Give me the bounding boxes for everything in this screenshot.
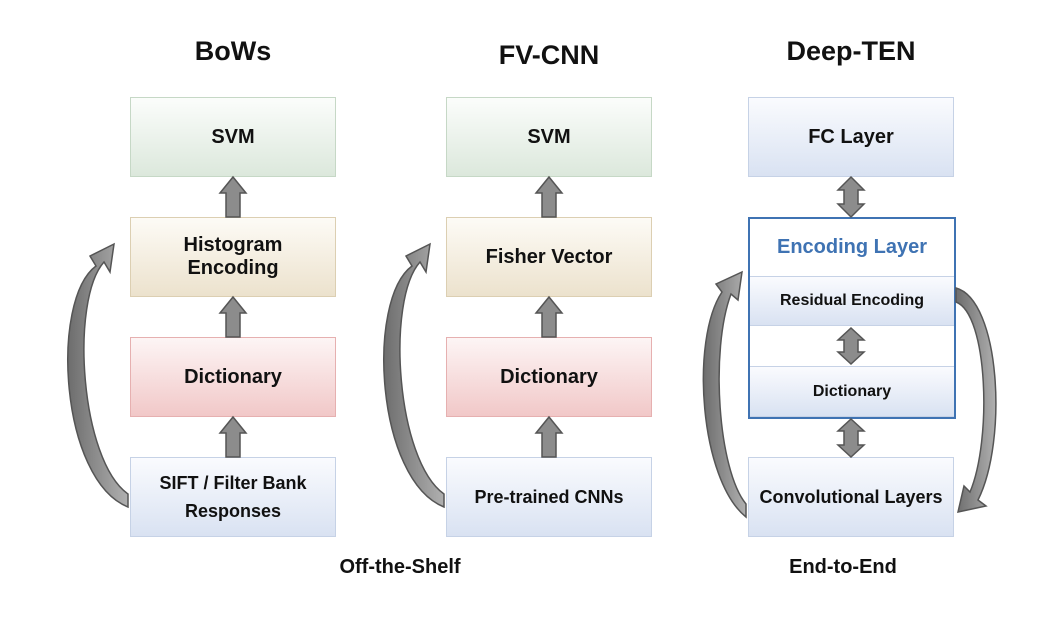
fv-dictionary-box: Dictionary xyxy=(446,337,652,417)
bows-curved-arrow xyxy=(67,242,129,509)
fv-fisher-vector-box: Fisher Vector xyxy=(446,217,652,297)
deepten-right-curved-arrow xyxy=(955,287,997,513)
bows-arrow-up-3 xyxy=(218,415,248,458)
deepten-double-arrow-1 xyxy=(836,175,866,219)
bows-svm-box: SVM xyxy=(130,97,336,177)
bows-title: BoWs xyxy=(194,36,272,66)
fv-pretrained-cnns-box: Pre-trained CNNs xyxy=(446,457,652,537)
bows-arrow-up-1 xyxy=(218,175,248,218)
bows-dictionary-box: Dictionary xyxy=(130,337,336,417)
deepten-left-curved-arrow xyxy=(702,270,747,519)
bows-arrow-up-2 xyxy=(218,295,248,338)
fv-cnn-title: FV-CNN xyxy=(498,40,600,70)
off-the-shelf-caption: Off-the-Shelf xyxy=(339,556,461,578)
fv-svm-box: SVM xyxy=(446,97,652,177)
deepten-double-arrow-2 xyxy=(836,326,866,366)
fv-arrow-up-2 xyxy=(534,295,564,338)
convolutional-layers-box: Convolutional Layers xyxy=(748,457,954,537)
end-to-end-caption: End-to-End xyxy=(789,556,897,578)
deep-ten-title: Deep-TEN xyxy=(786,36,916,66)
encoding-dictionary-box: Dictionary xyxy=(750,366,954,417)
residual-encoding-box: Residual Encoding xyxy=(750,276,954,326)
bows-sift-filter-bank-box: SIFT / Filter Bank Responses xyxy=(130,457,336,537)
fv-arrow-up-1 xyxy=(534,175,564,218)
fv-arrow-up-3 xyxy=(534,415,564,458)
fv-curved-arrow xyxy=(383,242,445,509)
encoding-layer-title: Encoding Layer xyxy=(776,236,928,258)
bows-histogram-encoding-box: Histogram Encoding xyxy=(130,217,336,297)
deepten-double-arrow-3 xyxy=(836,417,866,459)
